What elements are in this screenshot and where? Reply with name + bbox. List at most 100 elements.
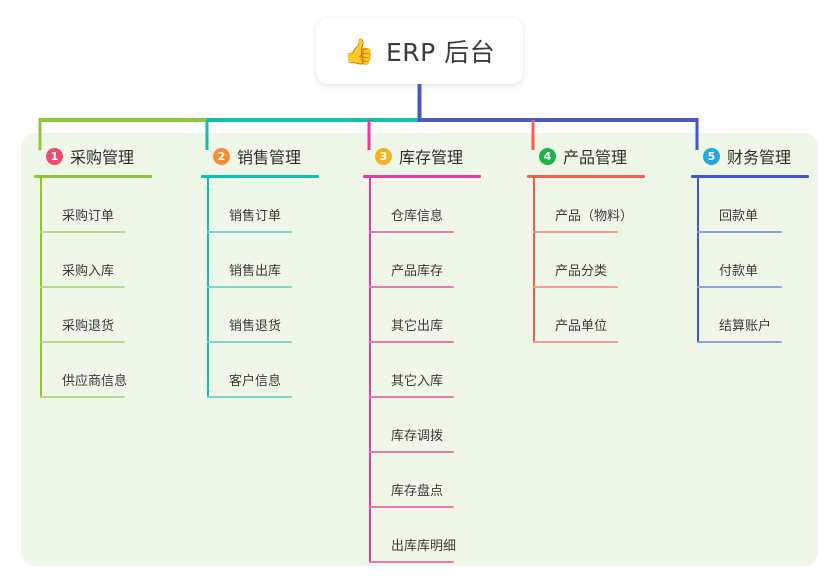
leaf-underline [369,341,454,343]
leaf-label: 采购退货 [62,319,115,334]
branch-children-1: 采购订单采购入库采购退货供应商信息 [34,178,152,398]
leaf-label: 出库库明细 [391,539,457,554]
branch-underline-3 [363,175,481,178]
branch-column-2: 2 销售管理销售订单销售出库销售退货客户信息 [201,145,319,398]
leaf-item[interactable]: 产品单位 [527,288,645,343]
leaf-underline [207,286,292,288]
leaf-item[interactable]: 产品库存 [363,233,481,288]
leaf-label: 库存盘点 [391,484,444,499]
leaf-label: 产品库存 [391,264,444,279]
leaf-item[interactable]: 产品（物料） [527,178,645,233]
leaf-underline [369,506,454,508]
leaf-underline [697,286,782,288]
leaf-underline [207,231,292,233]
branch-title-2: 销售管理 [237,148,302,167]
leaf-label: 其它入库 [391,374,444,389]
leaf-item[interactable]: 采购订单 [34,178,152,233]
leaf-item[interactable]: 销售出库 [201,233,319,288]
leaf-item[interactable]: 客户信息 [201,343,319,398]
leaf-underline [40,231,125,233]
branch-underline-4 [527,175,645,178]
leaf-label: 付款单 [719,264,759,279]
branch-spine-2 [207,178,209,398]
branch-header-1[interactable]: 1 采购管理 [34,145,152,167]
leaf-label: 销售出库 [229,264,282,279]
leaf-item[interactable]: 回款单 [691,178,809,233]
leaf-underline [369,286,454,288]
branch-header-5[interactable]: 5 财务管理 [691,145,809,167]
branch-column-3: 3 库存管理仓库信息产品库存其它出库其它入库库存调拨库存盘点出库库明细 [363,145,481,563]
leaf-item[interactable]: 供应商信息 [34,343,152,398]
leaf-underline [369,396,454,398]
leaf-item[interactable]: 其它入库 [363,343,481,398]
leaf-item[interactable]: 采购退货 [34,288,152,343]
leaf-label: 仓库信息 [391,209,444,224]
leaf-underline [369,231,454,233]
branch-header-3[interactable]: 3 库存管理 [363,145,481,167]
branch-badge-1: 1 [46,147,63,165]
leaf-item[interactable]: 库存盘点 [363,453,481,508]
leaf-item[interactable]: 仓库信息 [363,178,481,233]
branch-title-1: 采购管理 [70,148,135,167]
branch-children-5: 回款单付款单结算账户 [691,178,809,343]
leaf-underline [533,341,618,343]
branch-column-1: 1 采购管理采购订单采购入库采购退货供应商信息 [34,145,152,398]
leaf-label: 销售订单 [229,209,282,224]
leaf-item[interactable]: 出库库明细 [363,508,481,563]
branch-spine-3 [369,178,371,563]
branch-title-3: 库存管理 [399,148,464,167]
branch-column-4: 4 产品管理产品（物料） 产品分类产品单位 [527,145,645,343]
leaf-underline [207,396,292,398]
thumbs-up-icon: 👍 [343,36,375,66]
branches-panel [21,133,818,566]
root-title: ERP 后台 [385,38,496,67]
branch-spine-4 [533,178,535,343]
leaf-item[interactable]: 结算账户 [691,288,809,343]
branch-header-4[interactable]: 4 产品管理 [527,145,645,167]
leaf-underline [369,451,454,453]
leaf-underline [697,231,782,233]
leaf-underline [369,561,454,563]
leaf-item[interactable]: 销售退货 [201,288,319,343]
leaf-label: 回款单 [719,209,759,224]
leaf-underline [533,286,618,288]
leaf-label: 产品（物料） [555,209,634,224]
branch-spine-1 [40,178,42,398]
leaf-label: 采购入库 [62,264,115,279]
leaf-underline [533,231,618,233]
root-node[interactable]: 👍 ERP 后台 [316,18,523,84]
branch-badge-3: 3 [375,147,392,165]
branch-column-5: 5 财务管理回款单付款单结算账户 [691,145,809,343]
branch-badge-2: 2 [213,147,230,165]
leaf-underline [40,286,125,288]
branch-children-3: 仓库信息产品库存其它出库其它入库库存调拨库存盘点出库库明细 [363,178,481,563]
branch-title-4: 产品管理 [563,148,628,167]
branch-underline-1 [34,175,152,178]
leaf-item[interactable]: 付款单 [691,233,809,288]
leaf-underline [697,341,782,343]
leaf-underline [207,341,292,343]
branch-badge-4: 4 [539,147,556,165]
branch-badge-5: 5 [703,147,720,165]
leaf-underline [40,341,125,343]
branch-header-2[interactable]: 2 销售管理 [201,145,319,167]
leaf-label: 客户信息 [229,374,282,389]
leaf-item[interactable]: 库存调拨 [363,398,481,453]
leaf-label: 产品分类 [555,264,608,279]
branch-underline-2 [201,175,319,178]
leaf-label: 供应商信息 [62,374,128,389]
branch-underline-5 [691,175,809,178]
leaf-label: 销售退货 [229,319,282,334]
leaf-label: 产品单位 [555,319,608,334]
branch-children-4: 产品（物料） 产品分类产品单位 [527,178,645,343]
leaf-item[interactable]: 其它出库 [363,288,481,343]
leaf-item[interactable]: 销售订单 [201,178,319,233]
branch-spine-5 [697,178,699,343]
leaf-item[interactable]: 产品分类 [527,233,645,288]
leaf-item[interactable]: 采购入库 [34,233,152,288]
branch-title-5: 财务管理 [727,148,792,167]
branch-children-2: 销售订单销售出库销售退货客户信息 [201,178,319,398]
leaf-label: 采购订单 [62,209,115,224]
leaf-label: 结算账户 [719,319,772,334]
